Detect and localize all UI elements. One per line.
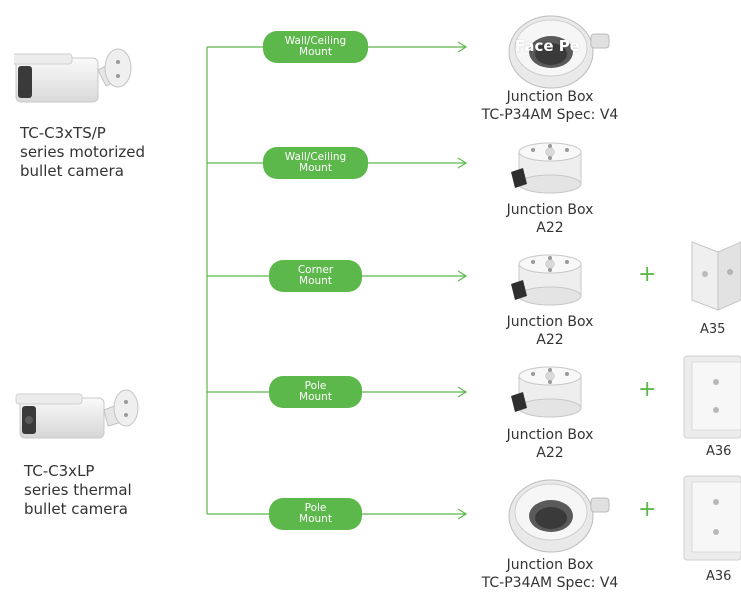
accessory-label: A35 [700,322,726,337]
overlay-text: Face Pe [515,37,580,55]
accessory-label: A36 [706,444,732,459]
junction-box-label-line: A22 [536,445,564,461]
motorized-bullet-camera-image [14,48,132,103]
arrow-head-4 [457,386,468,398]
mount-pill-line: Mount [299,513,332,525]
mount-pill-wall-ceiling-2: Wall/Ceiling Mount [263,147,368,179]
arrow-head-2 [457,157,468,169]
mount-pill-line: Wall/Ceiling [284,151,347,163]
mount-pill-line: Corner [297,264,334,276]
junction-box-label-line: Junction Box [506,557,594,573]
junction-box-label: Junction Box TC-P34AM Spec: V4 [470,556,630,592]
junction-box-label-line: Junction Box [506,427,594,443]
junction-box-cylinder-image [511,142,582,194]
junction-box-label-line: A22 [536,220,564,236]
mount-pill-line: Wall/Ceiling [284,35,347,47]
camera-label-line: series motorized [20,143,145,161]
mount-pill-line: Mount [299,46,332,58]
junction-box-label: Junction Box TC-P34AM Spec: V4 [470,88,630,124]
junction-box-label: Junction Box A22 [470,426,630,462]
mount-pill-line: Pole [304,502,327,514]
camera-label-line: bullet camera [24,500,128,518]
junction-box-label-line: Junction Box [506,314,594,330]
junction-box-label-line: TC-P34AM Spec: V4 [481,575,619,591]
pole-mount-bracket-image [683,355,741,439]
arrow-head-5 [457,508,468,520]
plus-icon: + [638,262,657,287]
junction-box-round-image [508,479,610,553]
camera-label-line: bullet camera [20,162,124,180]
arrow-head-3 [457,270,468,282]
mount-pill-line: Mount [299,275,332,287]
mount-pill-line: Mount [299,162,332,174]
junction-box-label-line: Junction Box [506,202,594,218]
plus-icon: + [638,497,657,522]
accessory-label: A36 [706,569,732,584]
camera-label-line: TC-C3xLP [24,462,95,480]
camera-label-line: TC-C3xTS/P [20,124,106,142]
mount-pill-line: Pole [304,380,327,392]
junction-box-cylinder-image [511,254,582,306]
junction-box-label: Junction Box A22 [470,201,630,237]
pole-mount-bracket-image [683,475,741,561]
corner-mount-bracket-image [691,241,741,311]
junction-box-label-line: TC-P34AM Spec: V4 [481,107,619,123]
junction-box-label-line: Junction Box [506,89,594,105]
mount-pill-pole-2: Pole Mount [269,498,362,530]
arrow-head-1 [457,41,468,53]
thermal-bullet-camera-image [15,389,139,439]
junction-box-label: Junction Box A22 [470,313,630,349]
camera-label-motorized: TC-C3xTS/P series motorized bullet camer… [20,124,145,181]
junction-box-round-image [508,15,610,89]
mount-pill-wall-ceiling-1: Wall/Ceiling Mount [263,31,368,63]
junction-box-label-line: A22 [536,332,564,348]
junction-box-cylinder-image [511,366,582,418]
camera-label-line: series thermal [24,481,132,499]
mount-pill-line: Mount [299,391,332,403]
mount-pill-corner: Corner Mount [269,260,362,292]
plus-icon: + [638,377,657,402]
camera-label-thermal: TC-C3xLP series thermal bullet camera [24,462,132,519]
mount-pill-pole-1: Pole Mount [269,376,362,408]
